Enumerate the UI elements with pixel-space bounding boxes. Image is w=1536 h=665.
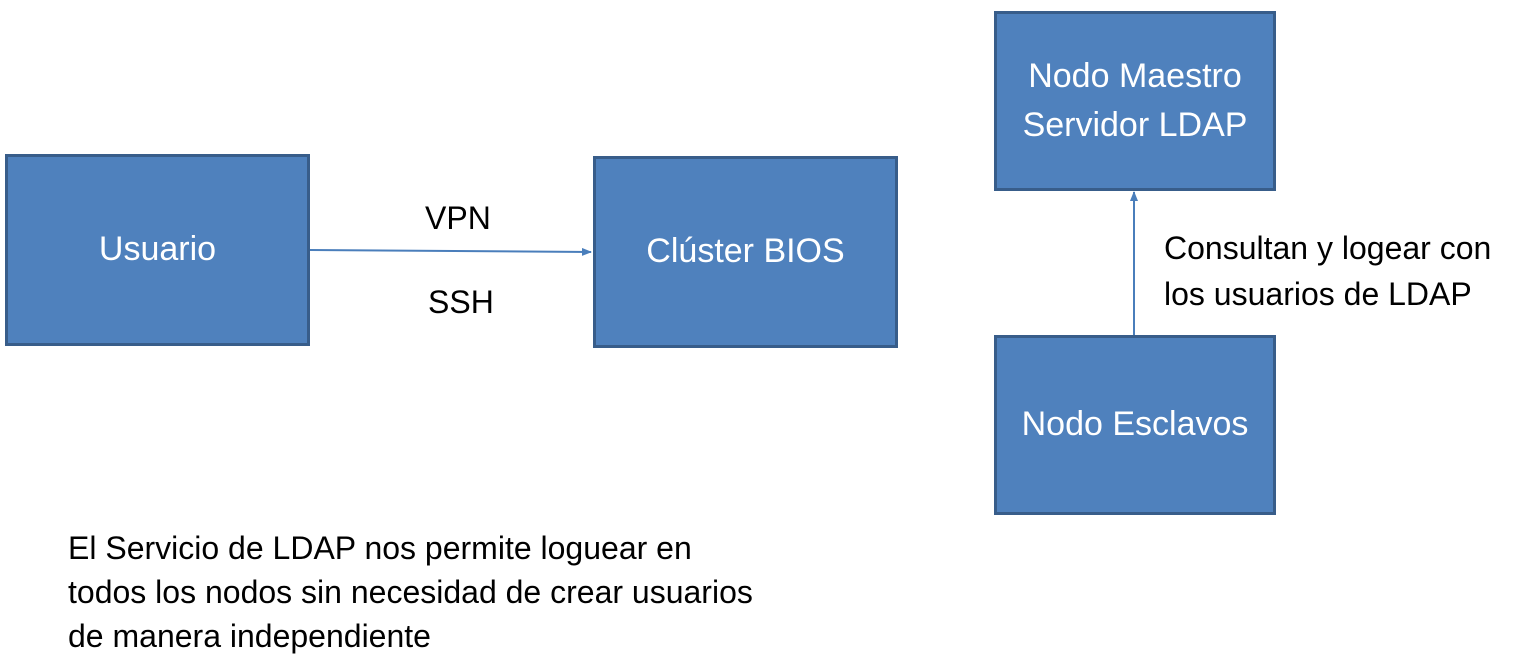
node-esclavos: Nodo Esclavos (994, 335, 1276, 515)
node-cluster-bios-label: Clúster BIOS (646, 232, 845, 271)
edge-label-consultan-line-1: Consultan y logear con (1164, 230, 1492, 266)
note-line-3: de manera independiente (68, 618, 431, 654)
note-line-1: El Servicio de LDAP nos permite loguear … (68, 530, 692, 566)
edge-label-vpn: VPN (425, 200, 491, 236)
note-text: El Servicio de LDAP nos permite loguear … (68, 526, 753, 658)
note-line-2: todos los nodos sin necesidad de crear u… (68, 574, 753, 610)
edge-label-consultan: Consultan y logear con los usuarios de L… (1164, 225, 1491, 317)
node-maestro-line-1: Nodo Maestro (1028, 56, 1242, 95)
node-cluster-bios: Clúster BIOS (593, 156, 898, 348)
node-maestro-line-2: Servidor LDAP (1022, 106, 1248, 144)
edge-usuario-to-cluster (309, 247, 592, 256)
edge-label-ssh: SSH (428, 284, 494, 320)
node-usuario: Usuario (5, 154, 310, 346)
node-esclavos-label: Nodo Esclavos (1021, 405, 1249, 444)
edge-label-consultan-line-2: los usuarios de LDAP (1164, 276, 1472, 312)
node-usuario-label: Usuario (98, 230, 217, 269)
node-maestro: Nodo Maestro Servidor LDAP (994, 11, 1276, 191)
